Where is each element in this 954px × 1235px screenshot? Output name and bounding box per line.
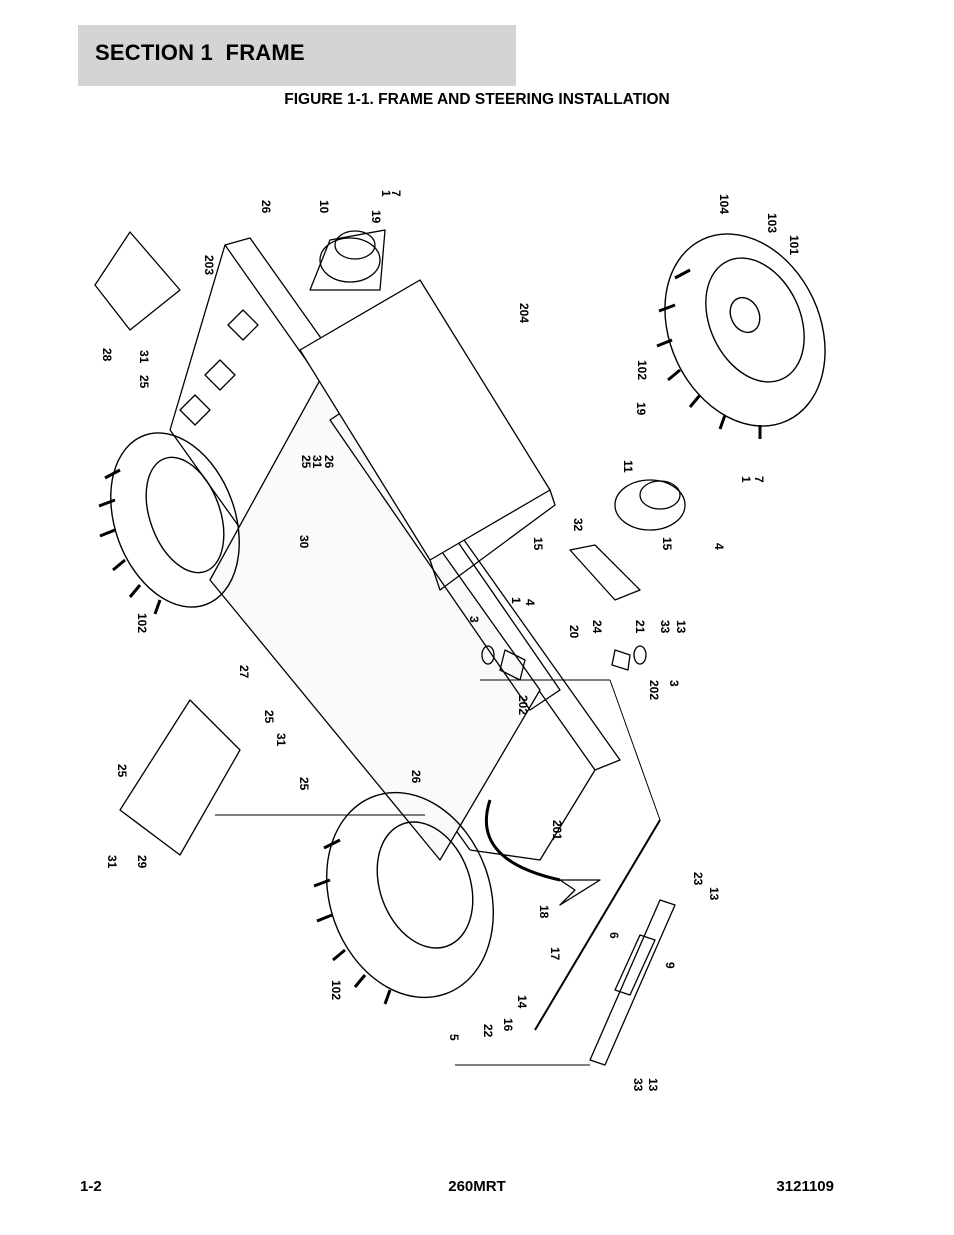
callout: 31 xyxy=(105,855,119,869)
callout: 13 xyxy=(674,620,688,634)
callout: 19 xyxy=(369,210,383,224)
callout: 201 xyxy=(550,820,564,840)
callout: 9 xyxy=(663,962,677,969)
callout: 25 xyxy=(115,764,129,778)
tire-front-right xyxy=(656,233,826,439)
rotation-arrow xyxy=(484,799,561,882)
callout: 102 xyxy=(135,613,149,633)
callout: 4 xyxy=(523,599,537,606)
rear-hub xyxy=(309,229,386,291)
callout: 24 xyxy=(590,620,604,634)
callout: 29 xyxy=(135,855,149,869)
document-number: 3121109 xyxy=(776,1178,834,1195)
steering-cylinder xyxy=(589,899,676,1066)
callout: 101 xyxy=(787,235,801,255)
callout: 26 xyxy=(409,770,423,784)
callout: 5 xyxy=(447,1034,461,1041)
callout: 26 xyxy=(259,200,273,214)
callout: 28 xyxy=(100,348,114,362)
tire-rear-left xyxy=(98,432,240,615)
tie-rod xyxy=(534,819,661,1031)
callout: 6 xyxy=(607,932,621,939)
callout: 17 xyxy=(548,947,562,961)
callout: 31 xyxy=(274,733,288,747)
callout: 31 xyxy=(137,350,151,364)
section-title: SECTION 1 FRAME xyxy=(95,40,305,65)
callout: 16 xyxy=(501,1018,515,1032)
callout: 1 xyxy=(379,190,393,197)
callout: 202 xyxy=(647,680,661,700)
callout: 27 xyxy=(237,665,251,679)
callout: 18 xyxy=(537,905,551,919)
callout: 202 xyxy=(516,695,530,715)
front-hub xyxy=(614,479,686,531)
callout: 13 xyxy=(707,887,721,901)
callout: 1 xyxy=(509,597,523,604)
model-number: 260MRT xyxy=(448,1178,506,1195)
callout: 204 xyxy=(517,303,531,323)
callout: 23 xyxy=(691,872,705,886)
callout: 25 xyxy=(137,375,151,389)
callout: 33 xyxy=(631,1078,645,1092)
callout: 15 xyxy=(660,537,674,551)
cover-plate-28 xyxy=(94,231,181,331)
callout: 1 xyxy=(739,476,753,483)
callout: 25 xyxy=(299,455,313,469)
callout: 3 xyxy=(667,680,681,687)
callout: 104 xyxy=(717,194,731,214)
callout: 3 xyxy=(467,616,481,623)
callout: 102 xyxy=(329,980,343,1000)
callout: 19 xyxy=(634,402,648,416)
callout: 20 xyxy=(567,625,581,639)
page-number: 1-2 xyxy=(80,1178,102,1195)
callout: 7 xyxy=(389,190,403,197)
callout: 25 xyxy=(262,710,276,724)
callout: 22 xyxy=(481,1024,495,1038)
callout: 26 xyxy=(322,455,336,469)
cover-plate-29 xyxy=(119,699,241,856)
callout: 14 xyxy=(515,995,529,1009)
callout: 10 xyxy=(317,200,331,214)
callout: 13 xyxy=(646,1078,660,1092)
figure-title: FIGURE 1-1. FRAME AND STEERING INSTALLAT… xyxy=(284,91,670,108)
callout: 31 xyxy=(310,455,324,469)
callout: 11 xyxy=(621,460,635,473)
callout: 33 xyxy=(658,620,672,634)
callout: 4 xyxy=(712,543,726,550)
callout: 30 xyxy=(297,535,311,549)
callout: 102 xyxy=(635,360,649,380)
tire-front-left xyxy=(313,791,495,1005)
callout: 203 xyxy=(202,255,216,275)
callout: 21 xyxy=(633,620,647,634)
callout-labels: 1 7 19 10 26 104 103 101 203 28 31 25 20… xyxy=(100,190,801,1092)
callout: 25 xyxy=(297,777,311,791)
callout: 103 xyxy=(765,213,779,233)
callout: 15 xyxy=(531,537,545,551)
section-header-band xyxy=(78,25,516,86)
callout: 32 xyxy=(571,518,585,532)
steering-knuckle xyxy=(569,544,641,601)
callout: 7 xyxy=(752,476,766,483)
